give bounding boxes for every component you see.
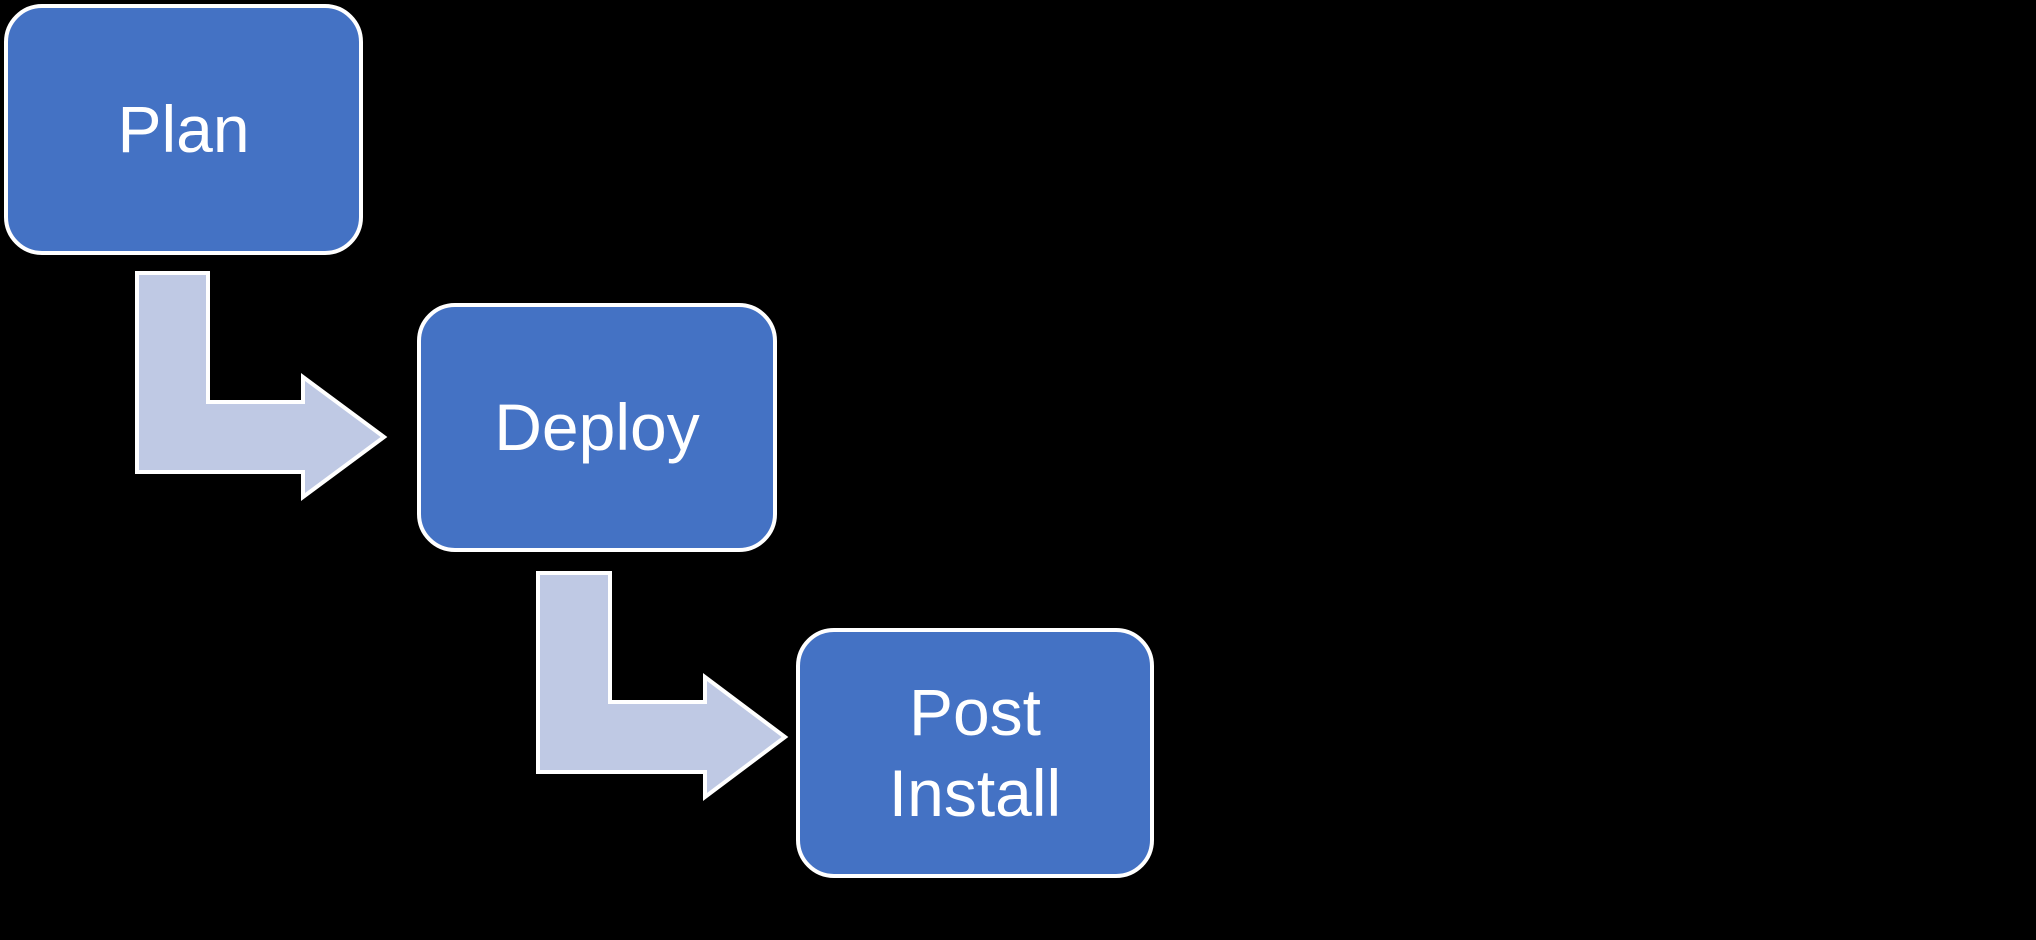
- node-plan-label: Plan: [117, 92, 250, 167]
- node-post-install-label: Post Install: [888, 675, 1062, 830]
- node-deploy-label: Deploy: [494, 390, 700, 465]
- node-post-install[interactable]: Post Install: [796, 628, 1154, 878]
- elbow-arrow-deploy-to-post-install[interactable]: [536, 571, 789, 801]
- node-plan[interactable]: Plan: [4, 4, 363, 255]
- node-deploy[interactable]: Deploy: [417, 303, 777, 552]
- elbow-arrow-plan-to-deploy[interactable]: [135, 271, 388, 501]
